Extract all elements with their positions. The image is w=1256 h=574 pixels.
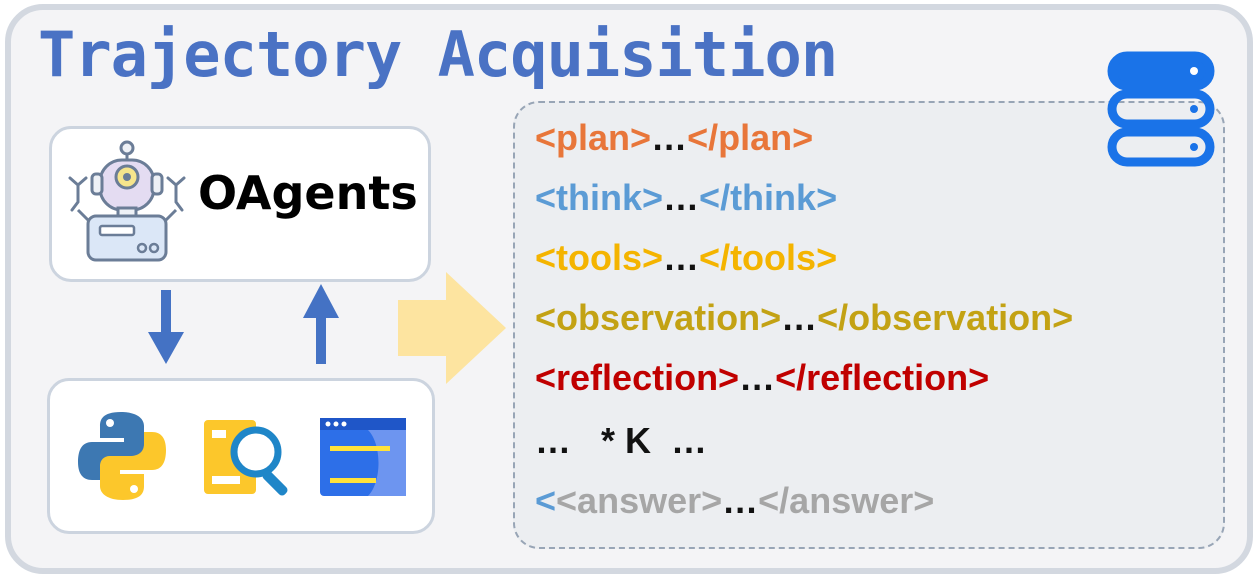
reflection-open-tag: <reflection> xyxy=(535,357,740,398)
reflection-close-tag: </reflection> xyxy=(775,357,990,398)
trace-repeat-k: … * K … xyxy=(535,420,708,461)
agent-name: OAgents xyxy=(198,166,418,220)
answer-ellipsis: … xyxy=(722,480,759,521)
observation-close-tag: </observation> xyxy=(817,297,1074,338)
plan-ellipsis: … xyxy=(651,117,688,158)
trajectory-trace-box xyxy=(513,101,1225,549)
trace-line-tools: <tools>…</tools> xyxy=(535,237,837,279)
database-icon xyxy=(1107,51,1215,167)
arrow-down-icon xyxy=(148,290,184,364)
big-arrow-icon xyxy=(398,272,506,384)
search-icon xyxy=(204,420,288,496)
tools-close-tag: </tools> xyxy=(699,237,838,278)
trace-line-think: <think>…</think> xyxy=(535,177,837,219)
answer-open-tag: <answer> xyxy=(556,480,723,521)
answer-prefix: < xyxy=(535,480,557,521)
think-ellipsis: … xyxy=(663,177,700,218)
python-icon xyxy=(78,412,166,500)
trace-line-reflection: <reflection>…</reflection> xyxy=(535,357,989,399)
reflection-ellipsis: … xyxy=(739,357,776,398)
tools-open-tag: <tools> xyxy=(535,237,664,278)
trace-line-answer: <<answer>…</answer> xyxy=(535,480,934,522)
answer-close-tag: </answer> xyxy=(758,480,935,521)
observation-open-tag: <observation> xyxy=(535,297,782,338)
trace-line-plan: <plan>…</plan> xyxy=(535,117,813,159)
arrow-up-icon xyxy=(303,284,339,364)
trace-line-observation: <observation>…</observation> xyxy=(535,297,1073,339)
observation-ellipsis: … xyxy=(781,297,818,338)
think-close-tag: </think> xyxy=(699,177,838,218)
think-open-tag: <think> xyxy=(535,177,664,218)
plan-close-tag: </plan> xyxy=(687,117,814,158)
diagram-title: Trajectory Acquisition xyxy=(38,18,838,91)
plan-open-tag: <plan> xyxy=(535,117,652,158)
browser-icon xyxy=(320,418,406,496)
tools-ellipsis: … xyxy=(663,237,700,278)
robot-icon xyxy=(68,140,186,262)
